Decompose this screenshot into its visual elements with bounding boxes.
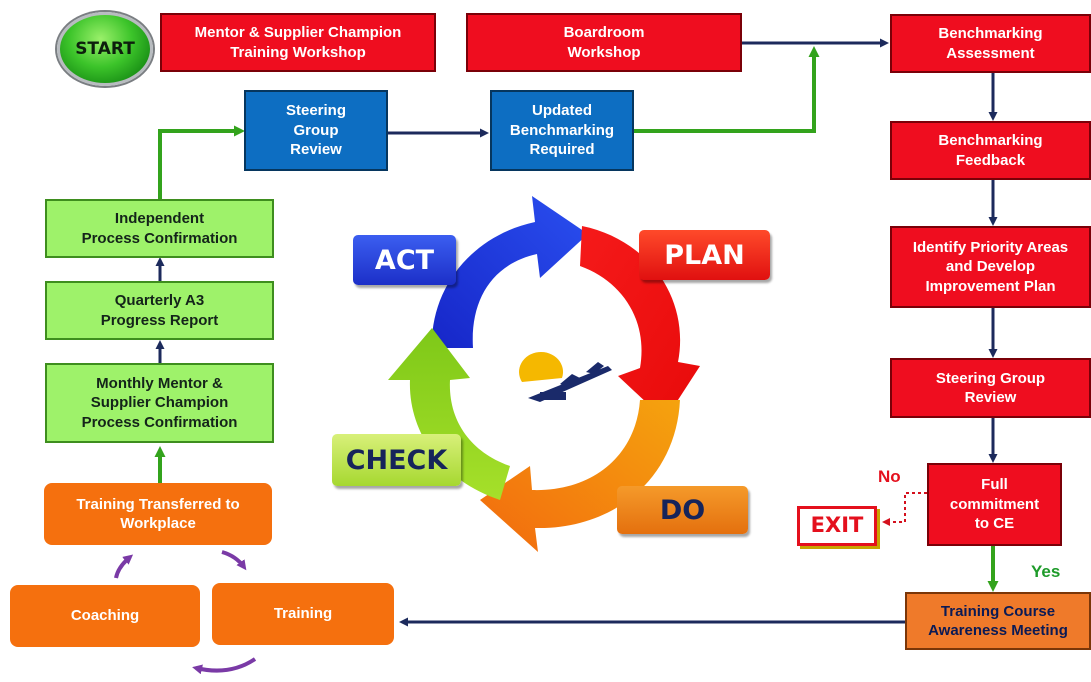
priority-areas-box: Identify Priority Areas and Develop Impr… <box>890 226 1091 308</box>
full-commitment-box: Full commitment to CE <box>927 463 1062 546</box>
mentor-workshop-box: Mentor & Supplier Champion Training Work… <box>160 13 436 72</box>
independent-confirmation-box: Independent Process Confirmation <box>45 199 274 258</box>
training-box: Training <box>212 583 394 645</box>
yes-label: Yes <box>1031 562 1061 581</box>
steering-group-review-right-label: Steering Group Review <box>935 369 1046 407</box>
independent-confirmation-label: Independent Process Confirmation <box>81 210 238 247</box>
airplane-logo-icon <box>519 351 612 402</box>
plan-label: PLAN <box>639 230 770 280</box>
awareness-meeting-label: Training Course Awareness Meeting <box>928 602 1068 640</box>
awareness-meeting-box: Training Course Awareness Meeting <box>905 592 1091 650</box>
monthly-confirmation-box: Monthly Mentor & Supplier Champion Proce… <box>45 363 274 443</box>
arrow-coaching-to-transferred <box>114 554 134 579</box>
arrow-commitment-to-exit-no <box>882 492 927 526</box>
coaching-box: Coaching <box>10 585 200 647</box>
training-transferred-box: Training Transferred to Workplace <box>44 483 272 545</box>
boardroom-workshop-label: Boardroom Workshop <box>563 24 645 61</box>
start-label: START <box>75 39 135 59</box>
do-arc <box>480 400 680 552</box>
updated-benchmarking-label: Updated Benchmarking Required <box>509 102 615 159</box>
updated-benchmarking-box: Updated Benchmarking Required <box>490 90 634 171</box>
quarterly-report-box: Quarterly A3 Progress Report <box>45 281 274 340</box>
check-label: CHECK <box>332 434 461 486</box>
monthly-confirmation-label: Monthly Mentor & Supplier Champion Proce… <box>81 374 238 431</box>
full-commitment-label: Full commitment to CE <box>949 476 1040 533</box>
arrow-independent-to-steering <box>158 125 245 199</box>
arrow-updated-to-assessment-line <box>634 46 820 133</box>
no-label: No <box>878 467 901 486</box>
benchmarking-feedback-label: Benchmarking Feedback <box>938 132 1043 169</box>
benchmarking-assessment-label: Benchmarking Assessment <box>938 25 1043 62</box>
plan-arc <box>580 226 700 420</box>
start-button[interactable]: START <box>57 12 153 86</box>
act-arc <box>431 196 588 348</box>
steering-group-review-top-box: Steering Group Review <box>244 90 388 171</box>
coaching-label: Coaching <box>70 607 140 625</box>
act-label: ACT <box>353 235 456 285</box>
mentor-workshop-label: Mentor & Supplier Champion Training Work… <box>194 24 402 61</box>
arrow-transferred-to-training <box>221 550 247 571</box>
training-transferred-label: Training Transferred to Workplace <box>76 495 240 533</box>
training-label: Training <box>273 605 333 623</box>
exit-box: EXIT <box>797 506 877 546</box>
exit-label: EXIT <box>810 513 864 538</box>
benchmarking-assessment-box: Benchmarking Assessment <box>890 14 1091 73</box>
benchmarking-feedback-box: Benchmarking Feedback <box>890 121 1091 180</box>
steering-group-review-top-label: Steering Group Review <box>285 102 346 159</box>
quarterly-report-label: Quarterly A3 Progress Report <box>100 292 219 329</box>
priority-areas-label: Identify Priority Areas and Develop Impr… <box>912 238 1069 295</box>
check-arc <box>388 328 510 500</box>
do-label: DO <box>617 486 748 534</box>
steering-group-review-right-box: Steering Group Review <box>890 358 1091 418</box>
arrow-training-to-coaching <box>192 657 257 675</box>
boardroom-workshop-box: Boardroom Workshop <box>466 13 742 72</box>
